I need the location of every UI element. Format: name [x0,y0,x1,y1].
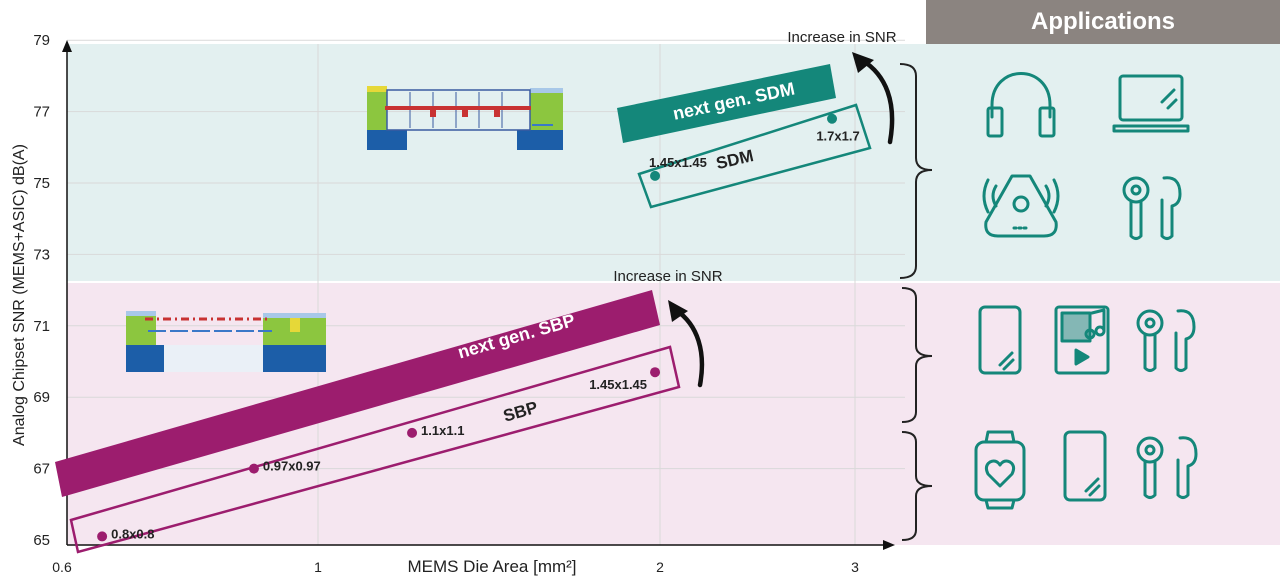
smart-speaker-icon [982,174,1060,238]
sdm-group-brace [899,63,933,279]
sbp-data-point [650,367,661,378]
sdm-increase-arrow [859,57,895,145]
sdm-series-outline [637,103,872,209]
smartwatch-icon [974,430,1026,510]
smartphone-icon [978,305,1022,375]
laptop-icon [1112,74,1190,133]
sdm-point-label: 1.7x1.7 [816,129,859,144]
sbp-data-point [97,531,108,542]
y-tick-label: 67 [33,461,50,478]
sbp-data-point [407,427,418,438]
y-tick-label: 69 [33,389,50,406]
sdm-data-point [650,170,661,181]
sbp-point-label: 1.1x1.1 [421,423,464,438]
sbp-lower-group-brace [901,431,933,541]
y-tick-label: 75 [33,175,50,192]
earbuds-icon [1122,176,1182,240]
earbuds-icon [1136,436,1198,499]
earbuds-icon [1136,309,1196,372]
grid-lines [67,39,905,545]
x-tick-label: 1 [314,559,322,575]
x-tick-label: 3 [851,559,859,575]
y-axis-arrow [62,40,72,52]
sdm-increase-label: Increase in SNR [787,29,896,46]
sbp-increase-label: Increase in SNR [613,268,722,285]
sbp-data-point [248,463,259,474]
sbp-point-label: 0.8x0.8 [111,526,154,541]
x-axis-arrow [883,540,895,550]
sbp-upper-group-brace [901,287,933,423]
y-axis-label: Analog Chipset SNR (MEMS+ASIC) dB(A) [11,144,28,446]
headphones-icon [986,72,1056,138]
music-player-icon [1054,305,1110,375]
smartphone-icon [1063,430,1107,502]
sbp-series-outline [69,345,681,554]
applications-header: Applications [926,0,1280,44]
y-tick-labels: 65 67 69 71 73 75 77 79 [33,32,50,549]
y-tick-label: 65 [33,532,50,549]
x-axis-label: MEMS Die Area [mm²] [407,557,576,576]
x-tick-label: 2 [656,559,664,575]
y-tick-label: 71 [33,318,50,335]
sbp-point-label: 0.97x0.97 [263,459,321,474]
x-tick-label: 0.6 [52,559,72,575]
sbp-mems-cross-section-illustration [126,311,326,372]
sdm-point-label: 1.45x1.45 [649,155,707,170]
sdm-mems-cross-section-illustration [367,86,563,150]
sdm-data-point [827,113,838,124]
sbp-point-label: 1.45x1.45 [589,377,647,392]
y-tick-label: 73 [33,246,50,263]
y-tick-label: 77 [33,104,50,121]
data-points: 0.8x0.8 0.97x0.97 1.1x1.1 1.45x1.45 1.45x1.4… [97,113,860,542]
y-tick-label: 79 [33,32,50,49]
x-tick-labels: 0.6 1 2 3 [52,559,859,575]
